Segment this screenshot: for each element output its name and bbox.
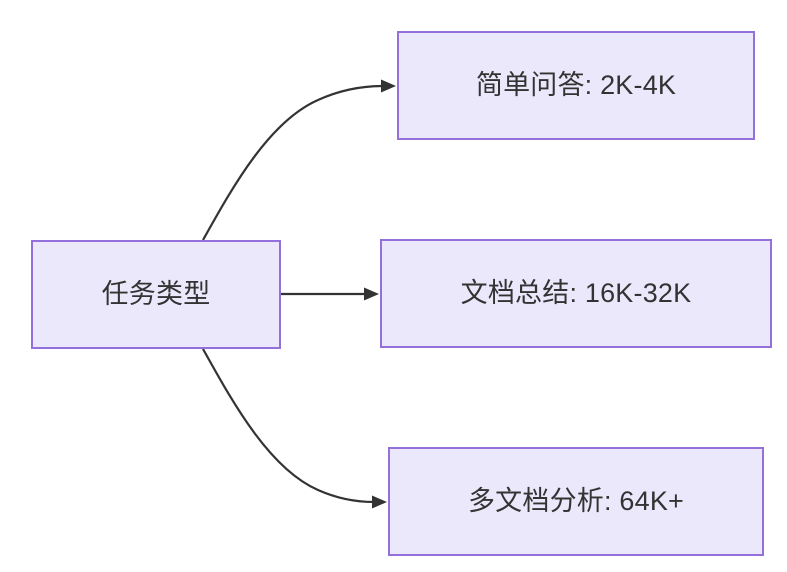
edge-root-to-multi-doc — [202, 348, 387, 509]
arrowhead-simple-qa — [381, 79, 396, 93]
edge-root-to-simple-qa — [202, 79, 396, 241]
node-doc-summary[interactable]: 文档总结: 16K-32K — [380, 239, 772, 348]
arrowhead-multi-doc — [372, 495, 387, 509]
node-label-simple-qa: 简单问答: 2K-4K — [475, 69, 677, 100]
node-label-task-type: 任务类型 — [101, 278, 211, 309]
node-simple-qa[interactable]: 简单问答: 2K-4K — [397, 31, 755, 140]
edge-root-to-doc-summary — [281, 287, 379, 301]
node-multi-doc[interactable]: 多文档分析: 64K+ — [388, 447, 764, 556]
arrowhead-doc-summary — [364, 287, 379, 301]
node-label-doc-summary: 文档总结: 16K-32K — [460, 277, 692, 308]
node-label-multi-doc: 多文档分析: 64K+ — [467, 485, 684, 516]
node-task-type[interactable]: 任务类型 — [31, 240, 281, 349]
